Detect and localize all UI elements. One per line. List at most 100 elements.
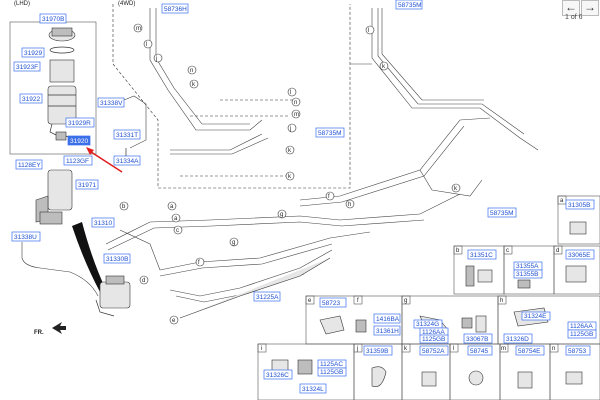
grid-letter-g: g [404, 298, 407, 304]
part-31324G[interactable]: 31324G [416, 321, 439, 328]
previous-page-button[interactable]: ← [562, 0, 580, 16]
part-33065E[interactable]: 33065E [568, 252, 591, 259]
part-58735M-top[interactable]: 58735M [398, 2, 422, 9]
grid-letter-i: i [261, 346, 262, 352]
callout-circles: m l j n k l n m j k k l k k b a a c g g … [119, 23, 461, 325]
part-31324E[interactable]: 31324E [524, 313, 547, 320]
part-31334A[interactable]: 31334A [116, 158, 139, 165]
callout-n-2: n [294, 100, 297, 106]
callout-n: n [190, 68, 193, 74]
grid-letter-n: n [552, 346, 555, 352]
next-page-button[interactable]: → [581, 0, 599, 16]
part-31326D[interactable]: 31326D [506, 336, 529, 343]
part-31310[interactable]: 31310 [94, 220, 112, 227]
part-31970B[interactable]: 31970B [42, 16, 64, 23]
part-58736H[interactable]: 58736H [164, 6, 187, 13]
callout-k-2: k [288, 148, 292, 154]
grid-letter-a: a [560, 198, 564, 204]
part-31922[interactable]: 31922 [22, 96, 40, 103]
callout-k-4: k [382, 64, 386, 70]
callout-a-2: a [174, 216, 178, 222]
callout-c: c [176, 228, 179, 234]
part-31330B[interactable]: 31330B [106, 256, 128, 263]
grid-letter-tabs: a b c d e f g h i j k l m n [257, 195, 567, 353]
part-31359B[interactable]: 31359B [366, 348, 388, 355]
grid-letter-l: l [453, 346, 454, 352]
header-note-4wd: (4WD) [118, 1, 135, 7]
callout-j: j [155, 56, 157, 62]
part-1125AC[interactable]: 1125AC [320, 361, 343, 368]
part-58753[interactable]: 58753 [568, 348, 586, 355]
grid-letter-f: f [357, 298, 359, 304]
callout-e: e [172, 318, 176, 324]
callout-m: m [136, 26, 141, 32]
callout-k: k [192, 82, 196, 88]
part-1125GB-i[interactable]: 1125GB [320, 369, 343, 376]
header-note-lhd: (LHD) [14, 1, 30, 7]
part-31338V[interactable]: 31338V [100, 100, 123, 107]
part-1123GF[interactable]: 1123GF [66, 158, 89, 165]
callout-b: b [122, 204, 126, 210]
part-58735M-lower[interactable]: 58735M [490, 210, 514, 217]
filter-bracket [35, 169, 73, 225]
front-direction-label: FR. [34, 330, 44, 336]
callout-l-3: l [368, 28, 369, 34]
arrowhead-icon [86, 147, 94, 155]
page-indicator: 1 of 6 [565, 14, 583, 21]
part-31355A[interactable]: 31355A [516, 263, 539, 270]
callout-g-2: g [280, 212, 283, 218]
part-31326C[interactable]: 31326C [266, 372, 289, 379]
part-31355B[interactable]: 31355B [516, 271, 538, 278]
callout-k-5: k [454, 186, 458, 192]
part-1125GB-h[interactable]: 1125GB [570, 331, 593, 338]
brake-hose-routing-4wd [149, 8, 300, 177]
grid-letter-m: m [501, 346, 506, 352]
callout-k-3: k [288, 174, 292, 180]
part-31331T[interactable]: 31331T [116, 132, 138, 139]
part-31923F[interactable]: 31923F [16, 64, 38, 71]
part-58754E[interactable]: 58754E [518, 348, 541, 355]
part-31920-selected[interactable]: 31920 [70, 138, 88, 145]
part-31971[interactable]: 31971 [78, 182, 96, 189]
fuel-pump-module [95, 275, 131, 317]
part-31929[interactable]: 31929 [24, 50, 42, 57]
part-58723[interactable]: 58723 [322, 300, 340, 307]
part-31929R[interactable]: 31929R [68, 120, 91, 127]
hose-31338U [21, 242, 99, 297]
callout-m-2: m [294, 112, 299, 118]
callout-f: f [328, 194, 330, 200]
grid-letter-e: e [308, 298, 312, 304]
grid-letter-d: d [556, 248, 559, 254]
part-58745[interactable]: 58745 [470, 348, 488, 355]
part-1128EY[interactable]: 1128EY [18, 162, 41, 169]
part-1416BA[interactable]: 1416BA [376, 316, 400, 323]
part-1126AA-g[interactable]: 1126AA [422, 329, 445, 336]
part-31351C[interactable]: 31351C [470, 252, 493, 259]
part-31305B[interactable]: 31305B [568, 202, 590, 209]
part-58735M-upper[interactable]: 58735M [318, 130, 342, 137]
callout-d: d [142, 278, 145, 284]
front-arrow-icon [52, 322, 66, 334]
callout-l-2: l [290, 90, 291, 96]
part-31324L[interactable]: 31324L [302, 386, 324, 393]
part-33067B[interactable]: 33067B [466, 336, 488, 343]
frame-rail-shadow [72, 222, 106, 292]
part-31338U[interactable]: 31338U [14, 234, 37, 241]
grid-letter-j: j [356, 346, 358, 352]
part-31225A[interactable]: 31225A [256, 294, 279, 301]
part-1125GB-g[interactable]: 1125GB [422, 336, 445, 343]
grid-letter-b: b [456, 248, 460, 254]
callout-f-2: f [198, 260, 200, 266]
callout-a: a [170, 204, 174, 210]
callout-h: h [348, 202, 351, 208]
grid-letter-h: h [500, 298, 503, 304]
part-1126AA-h[interactable]: 1126AA [570, 323, 593, 330]
part-31361H[interactable]: 31361H [376, 328, 399, 335]
callout-l: l [146, 42, 147, 48]
callout-j-2: j [289, 126, 291, 132]
fuel-tube-routing [105, 193, 461, 319]
hose-31338V [123, 95, 147, 149]
rear-brake-line-routing [299, 8, 539, 207]
part-58752A[interactable]: 58752A [422, 348, 445, 355]
